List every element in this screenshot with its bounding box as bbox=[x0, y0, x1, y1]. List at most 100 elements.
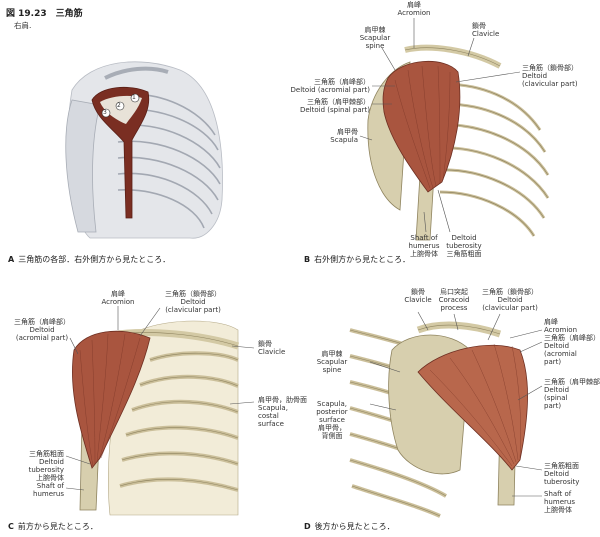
d-clavicle-en: Clavicle bbox=[404, 296, 432, 304]
b-tuberosity-jp: 三角筋粗面 bbox=[446, 250, 482, 258]
marker-1: 1 bbox=[132, 94, 136, 101]
c-tuberosity-jp: 三角筋粗面 bbox=[29, 450, 64, 458]
b-spine-en2: spine bbox=[365, 42, 385, 50]
b-deltoid-clav-en2: (clavicular part) bbox=[522, 80, 578, 88]
b-deltoid-acrom-label: 三角筋（肩峰部） Deltoid (acromial part) bbox=[280, 78, 370, 94]
d-shaft-jp: 上腕骨体 bbox=[544, 506, 572, 514]
c-shaft-en1: Shaft of bbox=[36, 482, 64, 490]
d-tuberosity-label: 三角筋粗面 Deltoid tuberosity bbox=[544, 462, 579, 486]
b-deltoid-clav-label: 三角筋（鎖骨部） Deltoid (clavicular part) bbox=[522, 64, 578, 88]
b-deltoid-acrom-jp: 三角筋（肩峰部） bbox=[314, 78, 370, 86]
b-spine-jp: 肩甲棘 bbox=[364, 26, 386, 34]
d-deltoid-clav-label: 三角筋（鎖骨部） Deltoid (clavicular part) bbox=[476, 288, 544, 312]
d-deltoid-acrom-en3: part) bbox=[544, 358, 562, 366]
d-clavicle-label: 鎖骨 Clavicle bbox=[398, 288, 438, 304]
b-tuberosity-en1: Deltoid bbox=[451, 234, 477, 242]
b-spine-en1: Scapular bbox=[359, 34, 391, 42]
marker-2: 2 bbox=[117, 102, 121, 109]
d-deltoid-clav-en2: (clavicular part) bbox=[482, 304, 538, 312]
c-deltoid-clav-jp: 三角筋（鎖骨部） bbox=[165, 290, 221, 298]
c-costal-en3: surface bbox=[258, 420, 284, 428]
d-deltoid-acrom-label: 三角筋（肩峰部） Deltoid (acromial part) bbox=[544, 334, 600, 366]
d-deltoid-clav-jp: 三角筋（鎖骨部） bbox=[482, 288, 538, 296]
d-coracoid-en1: Coracoid bbox=[438, 296, 470, 304]
d-shaft-en1: Shaft of bbox=[544, 490, 572, 498]
d-posterior-en2: posterior bbox=[316, 408, 348, 416]
b-clavicle-label: 鎖骨 Clavicle bbox=[472, 22, 499, 38]
caption-d-text: 後方から見たところ． bbox=[314, 522, 395, 531]
b-acromion-label: 肩峰 Acromion bbox=[392, 1, 436, 17]
d-acromion-label: 肩峰 Acromion bbox=[544, 318, 577, 334]
c-deltoid-acrom-label: 三角筋（肩峰部） Deltoid (acromial part) bbox=[10, 318, 74, 342]
c-acromion-en: Acromion bbox=[101, 298, 135, 306]
c-costal-jp: 肩甲骨，肋骨面 bbox=[258, 396, 307, 404]
caption-d-letter: D bbox=[304, 522, 311, 531]
d-deltoid-spinal-label: 三角筋（肩甲棘部） Deltoid (spinal part) bbox=[544, 378, 600, 410]
caption-b-text: 右外側方から見たところ． bbox=[314, 255, 411, 264]
caption-c-letter: C bbox=[8, 522, 14, 531]
b-scapula-jp: 肩甲骨 bbox=[337, 128, 358, 136]
d-posterior-en3: surface bbox=[319, 416, 345, 424]
d-acromion-jp: 肩峰 bbox=[544, 318, 558, 326]
d-clavicle-jp: 鎖骨 bbox=[411, 288, 425, 296]
b-clavicle-jp: 鎖骨 bbox=[472, 22, 486, 30]
b-scapula-label: 肩甲骨 Scapula bbox=[318, 128, 358, 144]
d-shaft-label: Shaft of humerus 上腕骨体 bbox=[544, 490, 575, 514]
d-posterior-label: Scapula, posterior surface 肩甲骨， 背側面 bbox=[300, 400, 364, 440]
d-deltoid-spinal-en1: Deltoid bbox=[544, 386, 570, 394]
b-acromion-jp: 肩峰 bbox=[407, 1, 421, 9]
caption-a-letter: A bbox=[8, 255, 15, 264]
c-deltoid-clav-label: 三角筋（鎖骨部） Deltoid (clavicular part) bbox=[160, 290, 226, 314]
d-spine-label: 肩甲棘 Scapular spine bbox=[300, 350, 364, 374]
b-deltoid-spinal-jp: 三角筋（肩甲棘部） bbox=[307, 98, 370, 106]
caption-b-letter: B bbox=[304, 255, 311, 264]
c-deltoid-acrom-en2: (acromial part) bbox=[15, 334, 69, 342]
c-deltoid-acrom-jp: 三角筋（肩峰部） bbox=[14, 318, 70, 326]
d-tuberosity-en1: Deltoid bbox=[544, 470, 570, 478]
d-coracoid-jp: 烏口突起 bbox=[440, 288, 468, 296]
figure-subtitle: 右肩. bbox=[14, 21, 32, 30]
c-acromion-jp: 肩峰 bbox=[111, 290, 125, 298]
b-acromion-en: Acromion bbox=[397, 9, 431, 17]
caption-a-text: 三角筋の各部．右外側方から見たところ． bbox=[18, 255, 171, 264]
c-deltoid-clav-en1: Deltoid bbox=[180, 298, 206, 306]
b-shaft-en2: humerus bbox=[408, 242, 440, 250]
c-shaft-en2: humerus bbox=[33, 490, 64, 498]
b-deltoid-spinal-label: 三角筋（肩甲棘部） Deltoid (spinal part) bbox=[280, 98, 370, 114]
b-scapular-spine-label: 肩甲棘 Scapular spine bbox=[355, 26, 395, 50]
c-deltoid-acrom-en1: Deltoid bbox=[29, 326, 55, 334]
c-tuberosity-label: 三角筋粗面 Deltoid tuberosity 上腕骨体 Shaft of h… bbox=[8, 450, 64, 498]
b-deltoid-clav-jp: 三角筋（鎖骨部） bbox=[522, 64, 578, 72]
figure-title: 図 19.23 三角筋 bbox=[6, 9, 83, 19]
b-shaft-label: Shaft of humerus 上腕骨体 bbox=[404, 234, 444, 258]
d-coracoid-en2: process bbox=[440, 304, 468, 312]
b-deltoid-clav-en1: Deltoid bbox=[522, 72, 548, 80]
d-posterior-jp2: 背側面 bbox=[321, 432, 343, 440]
d-posterior-jp1: 肩甲骨， bbox=[318, 424, 346, 432]
c-clavicle-label: 鎖骨 Clavicle bbox=[258, 340, 285, 356]
c-deltoid-clav-en2: (clavicular part) bbox=[165, 306, 221, 314]
d-spine-jp: 肩甲棘 bbox=[321, 350, 343, 358]
c-clavicle-en: Clavicle bbox=[258, 348, 286, 356]
c-tuberosity-en1: Deltoid bbox=[38, 458, 64, 466]
d-deltoid-spinal-en3: part) bbox=[544, 402, 562, 410]
d-deltoid-acrom-jp: 三角筋（肩峰部） bbox=[544, 334, 600, 342]
d-acromion-en: Acromion bbox=[544, 326, 578, 334]
c-tuberosity-en2: tuberosity bbox=[28, 466, 64, 474]
c-costal-label: 肩甲骨，肋骨面 Scapula, costal surface bbox=[258, 396, 307, 428]
b-shaft-jp: 上腕骨体 bbox=[410, 250, 438, 258]
b-shaft-en1: Shaft of bbox=[410, 234, 438, 242]
b-tuberosity-en2: tuberosity bbox=[446, 242, 482, 250]
b-clavicle-en: Clavicle bbox=[472, 30, 500, 38]
d-deltoid-clav-en1: Deltoid bbox=[497, 296, 523, 304]
c-clavicle-jp: 鎖骨 bbox=[258, 340, 272, 348]
caption-c-text: 前方から見たところ． bbox=[17, 522, 98, 531]
d-spine-en1: Scapular bbox=[316, 358, 348, 366]
c-costal-en1: Scapula, bbox=[258, 404, 288, 412]
